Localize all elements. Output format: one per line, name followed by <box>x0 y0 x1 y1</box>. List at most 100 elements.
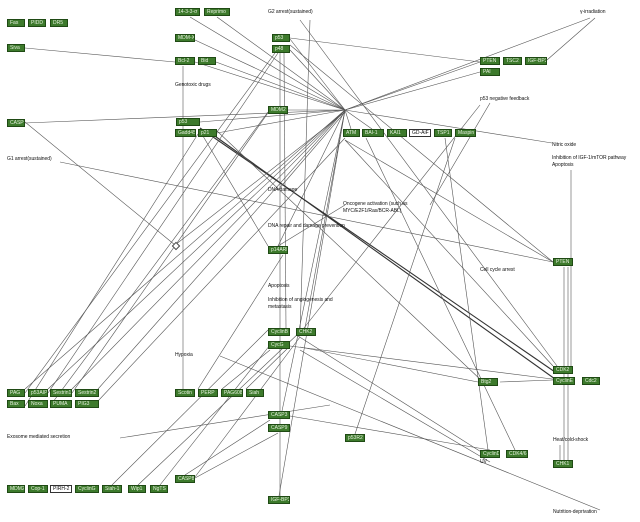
gene-node-perp[interactable]: PERP <box>198 389 218 397</box>
gene-node-cdc2[interactable]: Cdc2 <box>582 377 600 385</box>
edge <box>194 39 346 111</box>
gene-node-chk1[interactable]: CHK1 <box>553 460 573 468</box>
gene-node-casp9-center[interactable]: CASP9 <box>268 424 290 432</box>
gene-node-igfbp3-bottom[interactable]: IGF-BP3 <box>268 496 290 504</box>
gene-node-cdk2[interactable]: CDK2 <box>553 366 573 374</box>
edge <box>119 404 331 439</box>
edge <box>24 52 276 394</box>
edge <box>299 349 491 463</box>
gene-node-mdm2-center[interactable]: MDM2 <box>268 106 288 114</box>
gene-node-pag608[interactable]: PAG608 <box>221 389 243 397</box>
gene-node-puma[interactable]: PUMA <box>50 400 72 408</box>
gene-node-p53-mid[interactable]: p53 <box>176 118 200 126</box>
gene-node-pai[interactable]: PAI <box>480 68 500 76</box>
gene-node-reprimo[interactable]: Reprimo <box>204 8 230 16</box>
gene-node-gadd45[interactable]: Gadd45 <box>175 129 196 137</box>
edge <box>24 121 176 246</box>
edge <box>174 111 346 246</box>
edge <box>137 331 301 486</box>
label-apoptosis-right: Apoptosis <box>552 162 574 168</box>
label-heat-cold-shock: Heat/cold-shock <box>553 437 589 443</box>
gene-node-pag[interactable]: PAG <box>7 389 25 397</box>
gene-node-pten-top[interactable]: PTEN <box>480 57 500 65</box>
gene-node-pten-right[interactable]: PTEN <box>553 258 573 266</box>
gene-node-cycg[interactable]: CycG <box>268 341 290 349</box>
gene-node-cycling[interactable]: CyclinG <box>75 485 99 493</box>
edge <box>24 133 199 407</box>
label-angiogenesis: Inhibition of angiogenesis and <box>268 297 333 303</box>
gene-node-sestrin1[interactable]: Sestrin1 <box>50 389 72 397</box>
edge <box>546 17 596 61</box>
gene-node-mdm2-bottom[interactable]: MDM2 <box>7 485 25 493</box>
edge <box>365 137 516 451</box>
gene-node-cyclind[interactable]: CyclinD <box>480 450 500 458</box>
edge <box>277 111 346 191</box>
gene-node-siah1[interactable]: Siah-1 <box>102 485 122 493</box>
gene-node-p21[interactable]: p21 <box>198 129 217 137</box>
gene-node-casp8[interactable]: CASP8 <box>175 475 195 483</box>
gene-node-noxa[interactable]: Noxa <box>28 400 48 408</box>
edge <box>278 109 346 497</box>
gene-node-bai1[interactable]: BAI-1 <box>362 129 384 137</box>
label-igf-mtor: Inhibition of IGF-1/mTOR pathway <box>552 155 627 161</box>
edge <box>281 109 346 412</box>
gene-node-maspin[interactable]: Maspin <box>455 129 476 137</box>
gene-node-cycline[interactable]: CyclinE <box>553 377 575 385</box>
edge <box>216 16 346 111</box>
gene-node-bax[interactable]: Bax <box>7 400 25 408</box>
gene-node-casp3[interactable]: CASP3 <box>268 411 290 419</box>
edge <box>24 47 176 63</box>
gene-node-p48[interactable]: p48 <box>272 45 290 53</box>
gene-node-fas[interactable]: Fas <box>7 19 25 27</box>
edge <box>194 336 301 478</box>
label-genotoxic-drugs: Genotoxic drugs <box>175 82 211 88</box>
edge <box>344 139 554 367</box>
gene-node-p14arf[interactable]: p14ARF <box>268 246 288 254</box>
gene-node-tsc2[interactable]: TSC2 <box>503 57 522 65</box>
gene-node-gdaif[interactable]: GD-AiF <box>409 129 431 137</box>
gene-node-14-3-3-sigma[interactable]: 14-3-3-σ <box>175 8 200 16</box>
gene-node-tsp1[interactable]: TSP1 <box>434 129 452 137</box>
gene-node-siah[interactable]: Siah <box>246 389 264 397</box>
edge <box>197 254 284 390</box>
gene-node-sestrin2[interactable]: Sestrin2 <box>75 389 99 397</box>
label-nitric-oxide: Nitric oxide <box>552 142 577 148</box>
gene-node-siva[interactable]: Siva <box>7 44 25 52</box>
edge <box>24 109 346 124</box>
label-dna-damage: DNA damage <box>268 187 298 193</box>
label-gamma-irradiation: γ-irradiation <box>580 9 606 15</box>
gene-node-p53-top[interactable]: p53 <box>272 34 290 42</box>
gene-node-wip1[interactable]: Wip1 <box>128 485 146 493</box>
gene-node-bcl2[interactable]: Bcl-2 <box>175 57 195 65</box>
edge <box>184 419 271 476</box>
edge <box>71 109 271 394</box>
gene-node-kai1[interactable]: KAI1 <box>387 129 407 137</box>
label-metastasis: metastasis <box>268 304 292 310</box>
gene-node-pirh2[interactable]: PIRH-2 <box>50 485 72 493</box>
label-nutrition-deprivation: Nutrition-deprivation <box>553 509 597 515</box>
gene-node-igfbp3-top[interactable]: IGF-BP3 <box>525 57 547 65</box>
edge <box>245 345 291 390</box>
edge <box>344 71 481 111</box>
gene-node-cyclinb[interactable]: CyclinB <box>268 328 290 336</box>
gene-node-dr5[interactable]: DR5 <box>50 19 68 27</box>
gene-node-scotin[interactable]: Scotin <box>175 389 195 397</box>
gene-node-cop1[interactable]: Cop-1 <box>28 485 48 493</box>
edge <box>216 130 483 382</box>
gene-node-atm[interactable]: ATM <box>343 129 360 137</box>
gene-node-chk2[interactable]: CHK2 <box>296 328 316 336</box>
gene-node-pidd[interactable]: PIDD <box>28 19 46 27</box>
gene-node-pig3[interactable]: PIG3 <box>75 400 99 408</box>
gene-node-cdk46[interactable]: CDK4/6 <box>506 450 528 458</box>
gene-node-btg2[interactable]: Btg2 <box>478 378 498 386</box>
gene-node-p53aip1[interactable]: p53AIP1 <box>28 389 48 397</box>
gene-node-bid[interactable]: Bid <box>198 57 216 65</box>
label-g2-arrest: G2 arrest(sustained) <box>268 9 313 15</box>
edge <box>299 19 311 334</box>
gene-node-casp9-left[interactable]: CASP9 <box>7 119 25 127</box>
gene-node-p53r2[interactable]: p53R2 <box>345 434 365 442</box>
gene-node-ngts[interactable]: NgTS <box>150 485 168 493</box>
gene-node-mdmx[interactable]: MDM-X <box>175 34 195 42</box>
edge <box>219 355 601 511</box>
edge <box>354 137 456 435</box>
